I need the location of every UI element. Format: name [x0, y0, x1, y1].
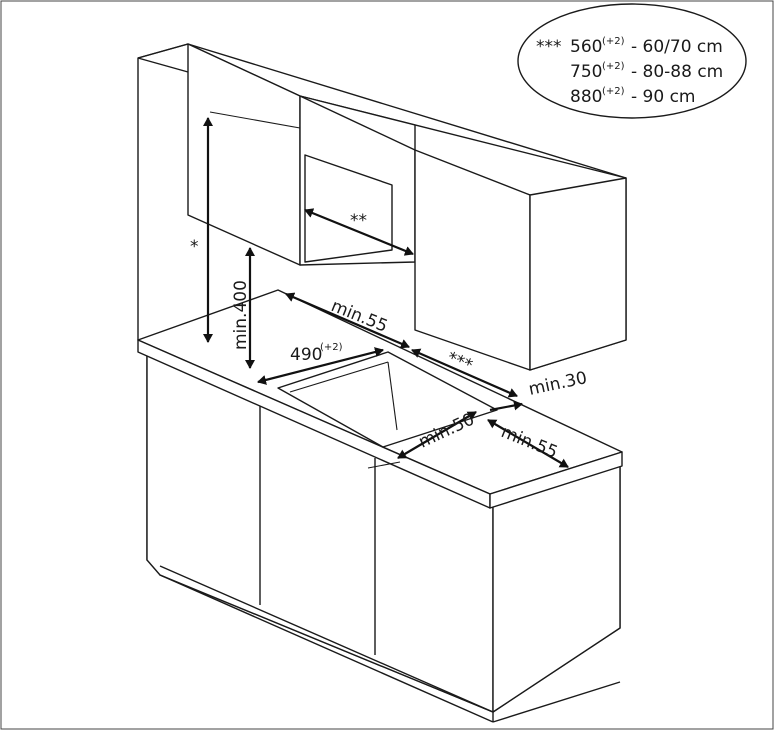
legend-row-2-tolerance: (+2) [602, 61, 625, 72]
legend-marker: *** [536, 37, 562, 57]
legend-row-3-value: 880 [570, 87, 602, 107]
dim-min-55-side [487, 419, 569, 468]
dim-triple-star [411, 348, 518, 398]
dimension-lines [203, 117, 569, 469]
label-min-30: min.30 [527, 368, 589, 400]
dim-min-55-back [285, 292, 410, 349]
legend: *** 560 (+2) - 60/70 cm 750 (+2) - 80-88… [517, 3, 747, 119]
legend-row-1-value: 560 [570, 37, 602, 57]
dim-double-star [304, 208, 414, 256]
label-min-400: min.400 [231, 280, 251, 350]
legend-row-1-tolerance: (+2) [602, 36, 625, 47]
label-star: * [190, 237, 199, 257]
label-490: 490 [290, 345, 322, 365]
legend-row-1-range: - 60/70 cm [631, 37, 723, 57]
back-wall [137, 43, 189, 340]
wall-cabinets [187, 43, 627, 371]
legend-row-2-range: - 80-88 cm [631, 62, 723, 82]
legend-row-3-range: - 90 cm [631, 87, 695, 107]
legend-row-3-tolerance: (+2) [602, 86, 625, 97]
dim-min-50 [397, 411, 477, 459]
dim-min-30 [489, 400, 523, 412]
label-490-tolerance: (+2) [320, 342, 343, 353]
legend-row-2-value: 750 [570, 62, 602, 82]
dim-490 [257, 347, 384, 385]
legend-ellipse [517, 3, 747, 119]
label-double-star: ** [350, 211, 367, 231]
base-cabinets [146, 351, 621, 723]
